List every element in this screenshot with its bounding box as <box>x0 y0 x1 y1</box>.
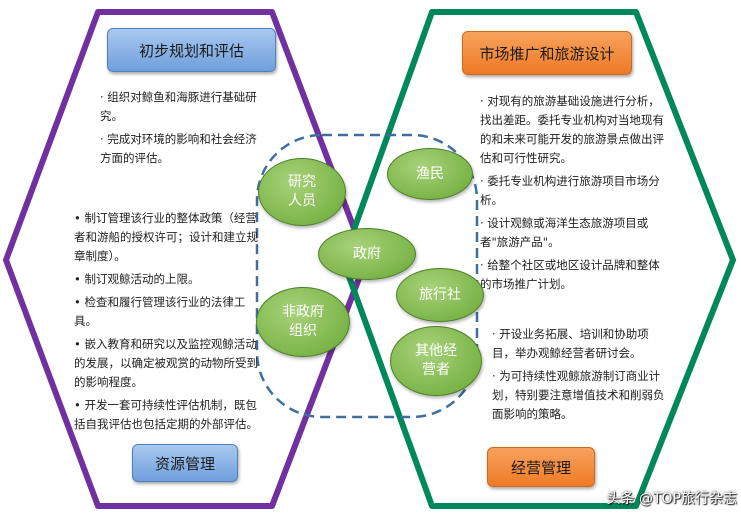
right-title-box: 市场推广和旅游设计 <box>462 31 632 75</box>
right-bottom-list: · 开设业务拓展、培训和协助项目，举办观鲸经营者研讨会。 · 为可持续性观鲸旅游… <box>492 325 667 428</box>
left-title: 初步规划和评估 <box>138 41 244 60</box>
list-item: • 制订管理该行业的整体政策（经营者和游船的授权许可；设计和建立规章制度）。 <box>74 211 258 263</box>
list-item: · 对现有的旅游基础设施进行分析，找出差距。委托专业机构对当地现有的和未来可能开… <box>480 94 664 165</box>
node-ngo: 非政府组织 <box>256 287 350 357</box>
left-bottom-list: • 制订管理该行业的整体政策（经营者和游船的授权许可；设计和建立规章制度）。 •… <box>74 209 268 438</box>
list-item: • 制订观鲸活动的上限。 <box>74 272 200 286</box>
list-item: • 开发一套可持续性评估机制，既包括自我评估也包括定期的外部评估。 <box>74 398 258 431</box>
node-research: 研究人员 <box>258 158 346 226</box>
left-top-list: · 组织对鲸鱼和海豚进行基础研究。 · 完成对环境的影响和社会经济方面的评估。 <box>100 88 268 172</box>
list-item: · 给整个社区或地区设计品牌和整体的市场推广计划。 <box>480 258 660 291</box>
node-other-operators: 其他经营者 <box>390 326 482 396</box>
list-item: · 开设业务拓展、培训和协助项目，举办观鲸经营者研讨会。 <box>492 327 649 360</box>
right-top-list: · 对现有的旅游基础设施进行分析，找出差距。委托专业机构对当地现有的和未来可能开… <box>480 92 666 298</box>
stakeholder-dashed-boundary <box>255 133 479 419</box>
left-footer-box: 资源管理 <box>132 444 238 482</box>
node-travel-agency: 旅行社 <box>396 268 484 322</box>
left-footer: 资源管理 <box>154 454 215 473</box>
list-item: · 设计观鲸或海洋生态旅游项目或者"旅游产品"。 <box>480 216 649 249</box>
right-title: 市场推广和旅游设计 <box>479 44 615 63</box>
left-title-box: 初步规划和评估 <box>107 28 276 72</box>
node-fishermen: 渔民 <box>387 148 473 200</box>
node-government: 政府 <box>318 228 416 280</box>
list-item: · 完成对环境的影响和社会经济方面的评估。 <box>100 132 257 165</box>
list-item: • 嵌入教育和研究以及监控观鲸活动的发展，以确定被观赏的动物所受到的影响程度。 <box>74 337 258 389</box>
right-footer: 经营管理 <box>510 458 571 477</box>
right-footer-box: 经营管理 <box>487 447 595 487</box>
watermark-text: 头条 @TOP旅行杂志 <box>606 491 737 507</box>
left-hexagon <box>3 9 369 509</box>
list-item: · 委托专业机构进行旅游项目市场分析。 <box>480 174 660 207</box>
list-item: · 组织对鲸鱼和海豚进行基础研究。 <box>100 90 257 123</box>
list-item: · 为可持续性观鲸旅游制订商业计划，特别要注意增值技术和削弱负面影响的策略。 <box>492 369 665 421</box>
list-item: • 检查和履行管理该行业的法律工具。 <box>74 295 246 328</box>
